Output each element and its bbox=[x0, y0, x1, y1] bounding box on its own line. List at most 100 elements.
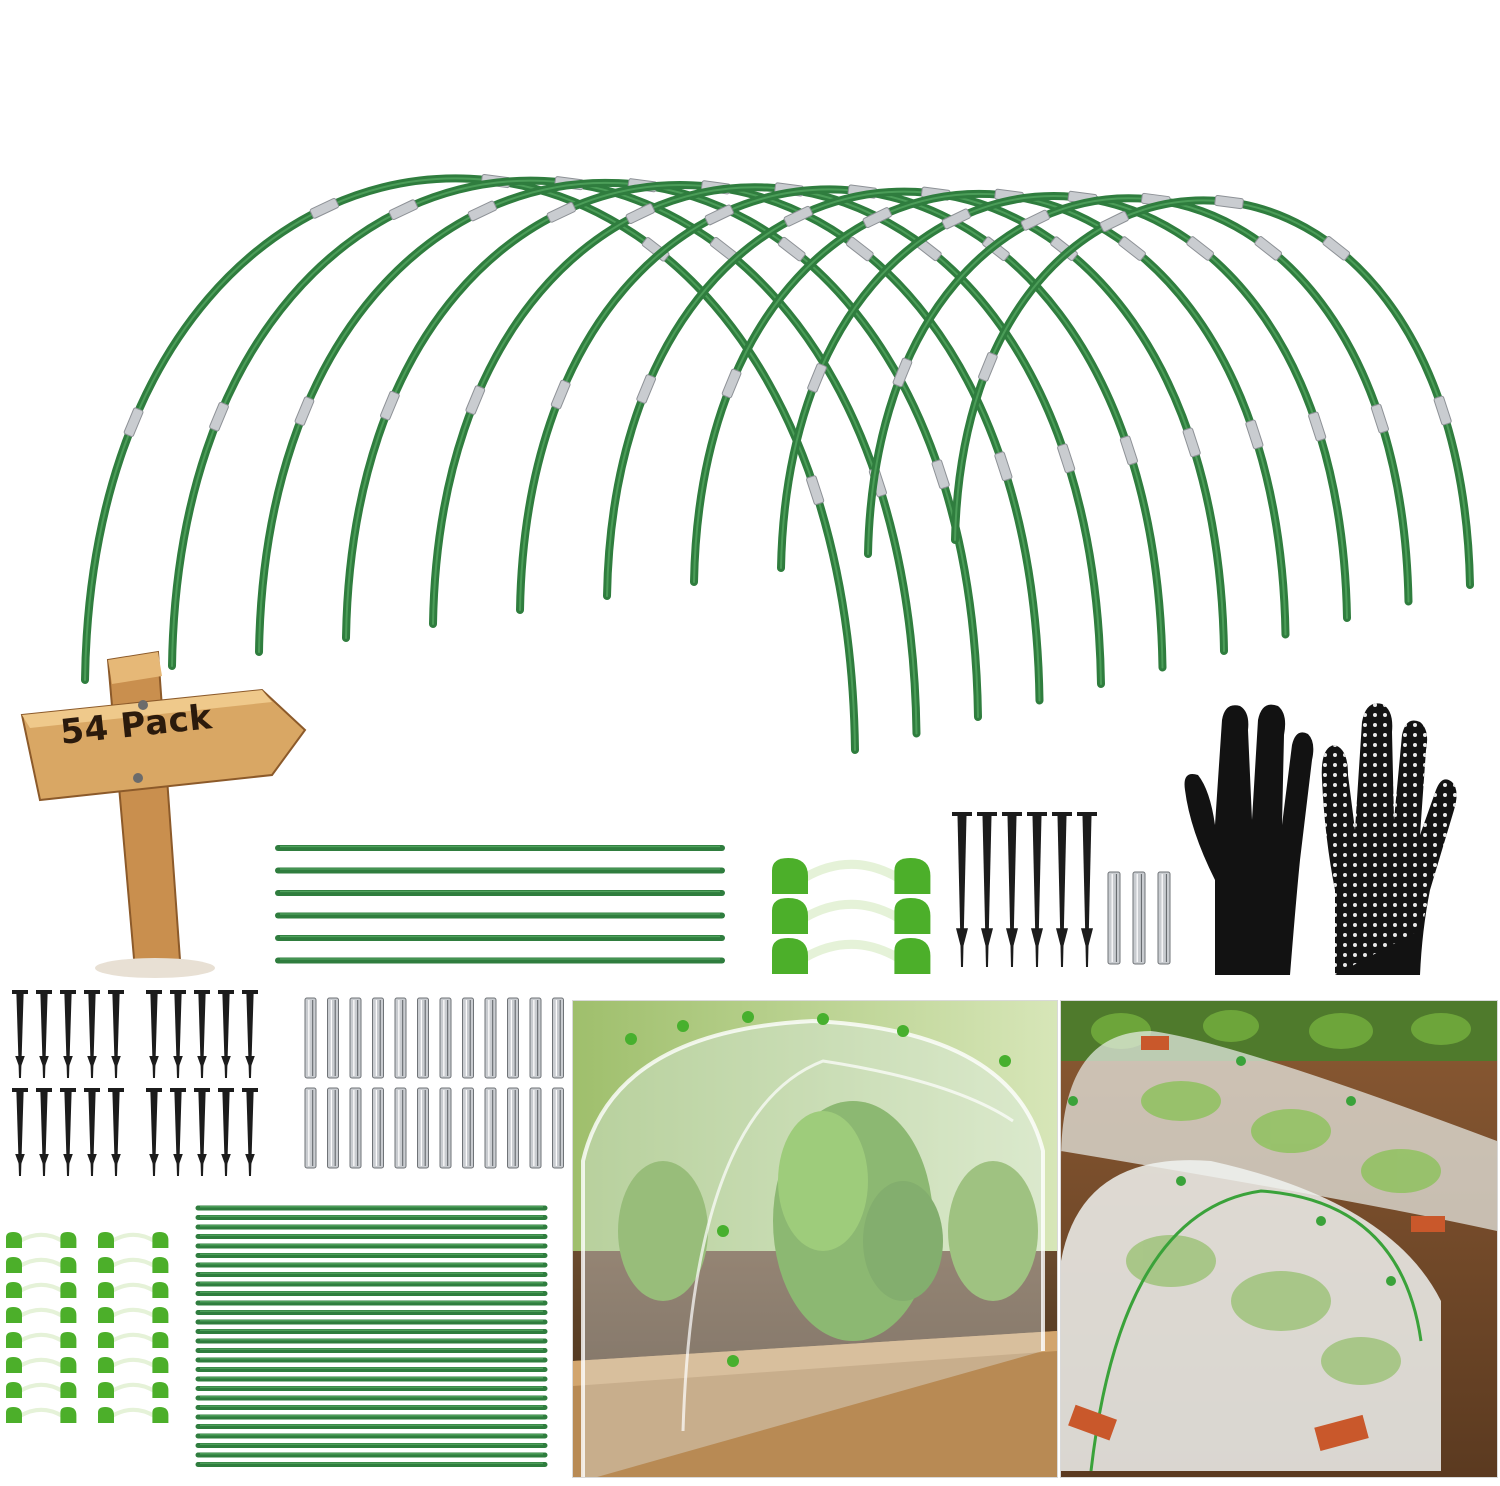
ground-stake-icon bbox=[977, 812, 997, 967]
green-rod-icon bbox=[195, 1424, 548, 1429]
ground-stake-icon bbox=[146, 990, 162, 1078]
ground-stake-icon bbox=[170, 1088, 186, 1176]
snap-clip-icon bbox=[98, 1332, 169, 1348]
snap-clip-icon bbox=[98, 1282, 169, 1298]
metal-sleeve-icon bbox=[394, 997, 407, 1079]
snap-clip-icon bbox=[6, 1232, 77, 1248]
green-rod-icon bbox=[195, 1367, 548, 1372]
metal-sleeve-icon bbox=[372, 997, 384, 1079]
green-rod-icon bbox=[195, 1433, 548, 1439]
metal-sleeve-icon bbox=[484, 997, 497, 1079]
metal-sleeve-icon bbox=[439, 997, 452, 1079]
metal-sleeve-icon bbox=[552, 1087, 564, 1169]
green-rod-icon bbox=[195, 1224, 548, 1230]
ground-stake-icon bbox=[242, 990, 258, 1078]
metal-sleeve-icon bbox=[394, 1087, 407, 1169]
metal-sleeve-icon bbox=[349, 997, 362, 1079]
snap-clip-icon bbox=[98, 1407, 169, 1423]
metal-sleeve-icon bbox=[1107, 871, 1121, 965]
green-rod-icon bbox=[195, 1357, 548, 1363]
metal-sleeve-icon bbox=[462, 997, 474, 1079]
green-rod-icon bbox=[195, 1414, 548, 1420]
green-rod-icon bbox=[275, 935, 725, 941]
green-rod-icon bbox=[195, 1386, 548, 1391]
snap-clip-icon bbox=[98, 1257, 169, 1273]
ground-stake-icon bbox=[1002, 812, 1022, 967]
ground-stake-icon bbox=[12, 990, 28, 1078]
metal-sleeve-icon bbox=[507, 997, 519, 1079]
metal-sleeve-icon bbox=[304, 1087, 317, 1169]
metal-sleeve-icon bbox=[417, 1087, 429, 1169]
metal-sleeve-icon bbox=[1132, 871, 1146, 965]
snap-clip-icon bbox=[6, 1332, 77, 1348]
metal-sleeve-icon bbox=[327, 1087, 339, 1169]
ground-stake-icon bbox=[84, 1088, 100, 1176]
snap-clip-icon bbox=[98, 1307, 169, 1323]
garden-hoop-icon bbox=[951, 195, 1474, 589]
snap-clip-icon bbox=[772, 938, 931, 974]
green-rod-icon bbox=[195, 1215, 548, 1220]
snap-clip-icon bbox=[6, 1407, 77, 1423]
ground-stake-icon bbox=[952, 812, 972, 967]
metal-sleeve-icon bbox=[552, 997, 564, 1079]
ground-stake-icon bbox=[108, 1088, 124, 1176]
snap-clip-icon bbox=[6, 1282, 77, 1298]
glove-right-icon bbox=[1321, 703, 1457, 975]
green-rod-icon bbox=[195, 1253, 548, 1258]
ground-stake-icon bbox=[1027, 812, 1047, 967]
green-rod-icon bbox=[195, 1243, 548, 1249]
garden-hoop-icon bbox=[81, 173, 859, 754]
green-rod-icon bbox=[195, 1234, 548, 1239]
ground-stake-icon bbox=[36, 1088, 52, 1176]
glove-left-icon bbox=[1184, 704, 1314, 975]
snap-clip-icon bbox=[772, 898, 931, 934]
green-rod-icon bbox=[195, 1281, 548, 1287]
green-rod-icon bbox=[195, 1395, 548, 1401]
snap-clip-icon bbox=[6, 1257, 77, 1273]
metal-sleeve-icon bbox=[417, 997, 429, 1079]
metal-sleeve-icon bbox=[1157, 871, 1171, 965]
green-rod-icon bbox=[275, 845, 725, 851]
snap-clip-icon bbox=[98, 1357, 169, 1373]
metal-sleeve-icon bbox=[327, 997, 339, 1079]
green-rod-icon bbox=[195, 1272, 548, 1277]
garden-hoop-icon bbox=[342, 180, 1044, 705]
plastic-tunnel-photo bbox=[572, 1000, 1058, 1478]
ground-stake-icon bbox=[12, 1088, 28, 1176]
ground-stake-icon bbox=[194, 1088, 210, 1176]
metal-sleeve-icon bbox=[439, 1087, 452, 1169]
ground-stake-icon bbox=[194, 990, 210, 1078]
ground-stake-icon bbox=[60, 1088, 76, 1176]
green-rod-icon bbox=[195, 1291, 548, 1296]
green-rod-icon bbox=[195, 1300, 548, 1306]
ground-stake-icon bbox=[36, 990, 52, 1078]
green-rod-icon bbox=[275, 867, 725, 874]
ground-stake-icon bbox=[60, 990, 76, 1078]
metal-sleeve-icon bbox=[529, 1087, 542, 1169]
snap-clip-icon bbox=[6, 1357, 77, 1373]
green-rod-icon bbox=[195, 1329, 548, 1334]
wooden-sign-board bbox=[20, 688, 307, 802]
metal-sleeve-icon bbox=[484, 1087, 497, 1169]
snap-clip-icon bbox=[772, 858, 931, 894]
green-rod-icon bbox=[195, 1338, 548, 1344]
green-rod-icon bbox=[195, 1262, 548, 1268]
garden-hoop-icon bbox=[429, 182, 1105, 688]
mesh-tunnel-photo bbox=[1060, 1000, 1498, 1478]
green-rod-icon bbox=[195, 1348, 548, 1353]
metal-sleeve-icon bbox=[349, 1087, 362, 1169]
ground-stake-icon bbox=[218, 990, 234, 1078]
green-rod-icon bbox=[275, 957, 725, 964]
snap-clip-icon bbox=[98, 1232, 169, 1248]
snap-clip-icon bbox=[6, 1382, 77, 1398]
green-rod-icon bbox=[195, 1205, 548, 1211]
ground-stake-icon bbox=[170, 990, 186, 1078]
green-rod-icon bbox=[195, 1319, 548, 1325]
green-rod-icon bbox=[195, 1443, 548, 1448]
ground-stake-icon bbox=[242, 1088, 258, 1176]
green-rod-icon bbox=[195, 1376, 548, 1382]
garden-hoop-icon bbox=[168, 176, 921, 738]
